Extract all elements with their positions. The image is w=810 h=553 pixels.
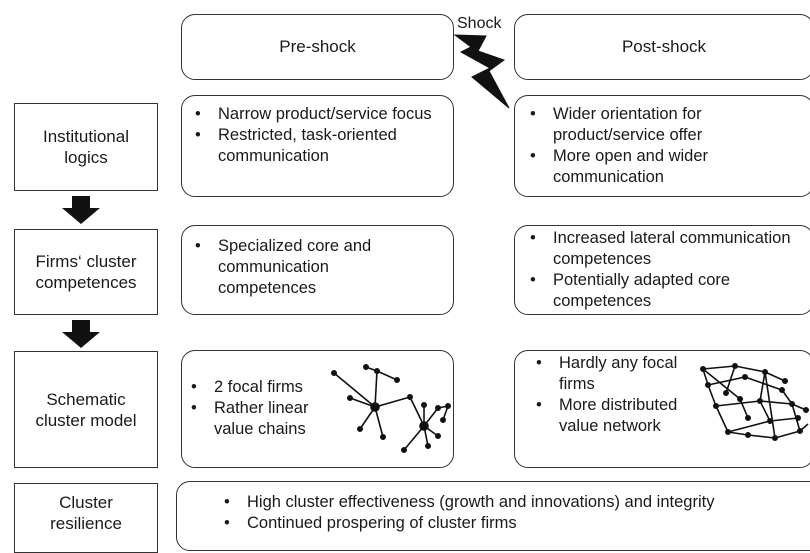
row-label-institutional-logics: Institutional logics — [14, 103, 158, 191]
row-label-cluster-model: Schematic cluster model — [14, 351, 158, 468]
pre-shock-header: Pre-shock — [181, 14, 454, 80]
list-item: •Potentially adapted core competences — [530, 271, 731, 310]
row-label-text: Schematic cluster model — [35, 389, 137, 430]
row-label-text: Firms‘ cluster competences — [35, 252, 137, 292]
list-item: •Restricted, task-oriented communication — [195, 126, 397, 165]
post-shock-institutional-logics: •Wider orientation for product/service o… — [514, 95, 810, 197]
list-item: •High cluster effectiveness (growth and … — [224, 493, 715, 511]
cluster-resilience-box: •High cluster effectiveness (growth and … — [176, 481, 810, 551]
list-item: •Hardly any focal firms — [536, 354, 678, 393]
pre-shock-institutional-logics: •Narrow product/service focus •Restricte… — [181, 95, 454, 197]
pre-shock-cluster-model: •2 focal firms •Rather linear value chai… — [181, 350, 454, 468]
post-shock-header-label: Post-shock — [621, 37, 707, 56]
post-shock-cluster-competences: •Increased lateral communication compete… — [514, 225, 810, 315]
list-item: •Increased lateral communication compete… — [530, 229, 791, 268]
row-label-text: Cluster resilience — [50, 493, 122, 533]
pre-shock-cluster-competences: •Specialized core and communication comp… — [181, 225, 454, 315]
post-shock-header: Post-shock — [514, 14, 810, 80]
row-label-cluster-resilience: Cluster resilience — [14, 483, 158, 553]
list-item: •Narrow product/service focus — [195, 105, 432, 123]
list-item: •Wider orientation for product/service o… — [530, 105, 703, 144]
list-item: •Specialized core and communication comp… — [195, 237, 372, 297]
row-label-text: Institutional logics — [43, 127, 129, 167]
down-arrow-icon — [62, 320, 100, 348]
down-arrow-icon — [62, 196, 100, 224]
shock-label: Shock — [457, 15, 502, 32]
pre-shock-header-label: Pre-shock — [279, 37, 356, 56]
list-item: •Continued prospering of cluster firms — [224, 514, 517, 532]
list-item: •Rather linear value chains — [191, 399, 309, 438]
post-shock-cluster-model: •Hardly any focal firms •More distribute… — [514, 350, 810, 468]
list-item: •More distributed value network — [536, 396, 678, 435]
row-label-cluster-competences: Firms‘ cluster competences — [14, 229, 158, 315]
list-item: •2 focal firms — [191, 378, 303, 396]
list-item: •More open and wider communication — [530, 147, 709, 186]
